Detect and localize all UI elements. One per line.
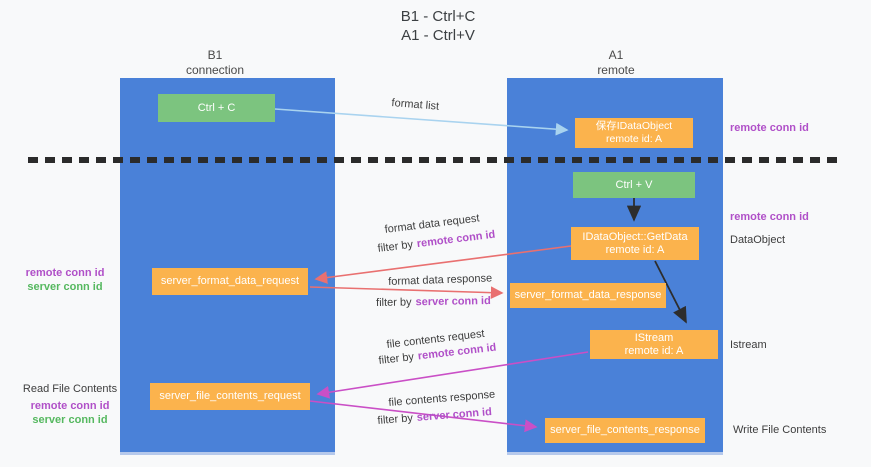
lifeline-b1-role: connection [185, 63, 245, 77]
node-idataobject-getdata: IDataObject::GetData remote id: A [571, 227, 699, 260]
label-remote-conn-id-left: remote conn id [25, 267, 105, 279]
node-idataobject-getdata-line1: IDataObject::GetData [582, 230, 688, 243]
filter-by-text: filter by [376, 296, 412, 309]
filter-by-text: filter by [377, 412, 414, 427]
label-format-data-response: format data response [388, 272, 493, 288]
node-server-format-data-request: server_format_data_request [152, 268, 308, 295]
label-format-list: format list [391, 97, 440, 113]
diagram-title-line2: A1 - Ctrl+V [401, 27, 475, 44]
lifeline-a1-name: A1 [608, 48, 624, 62]
lifeline-b1-header: B1 connection [145, 48, 285, 78]
node-server-format-data-request-label: server_format_data_request [160, 275, 300, 287]
label-dataobject: DataObject [730, 234, 786, 246]
lifeline-a1-role: remote [597, 63, 635, 77]
node-istream: IStream remote id: A [590, 330, 718, 359]
node-save-idataobject-line2: remote id: A [605, 133, 663, 145]
label-server-conn-id-left: server conn id [27, 281, 103, 293]
arrow-format-data-response [309, 286, 504, 300]
node-idataobject-getdata-line2: remote id: A [605, 243, 665, 256]
filter-by-text: filter by [378, 350, 415, 367]
node-server-format-data-response-label: server_format_data_response [514, 289, 662, 301]
node-server-file-contents-request-label: server_file_contents_request [159, 390, 301, 402]
label-server-conn-id-left2: server conn id [32, 414, 108, 426]
label-istream: Istream [730, 339, 767, 351]
node-save-idataobject-line1: 保存IDataObject [595, 120, 673, 132]
filter-by-text: filter by [377, 238, 414, 255]
label-remote-conn-id-mid: remote conn id [730, 211, 809, 223]
filter-server-conn-id: server conn id [415, 294, 491, 309]
node-istream-line2: remote id: A [624, 344, 684, 357]
label-remote-conn-id-left2: remote conn id [30, 400, 110, 412]
node-save-idataobject: 保存IDataObject remote id: A [575, 118, 693, 148]
lifeline-a1-header: A1 remote [546, 48, 686, 78]
left-conn-id-group: remote conn id server conn id [20, 266, 110, 294]
separator-dashed-line [28, 157, 843, 163]
node-ctrl-v: Ctrl + V [573, 172, 695, 198]
node-ctrl-c-label: Ctrl + C [197, 101, 236, 114]
node-server-file-contents-request: server_file_contents_request [150, 383, 310, 410]
node-ctrl-v-label: Ctrl + V [615, 178, 653, 191]
node-istream-line1: IStream [634, 331, 674, 344]
label-remote-conn-id-top: remote conn id [730, 122, 809, 134]
filter-remote-conn-id: remote conn id [416, 228, 496, 251]
label-read-file-contents: Read File Contents [22, 383, 118, 395]
diagram-title: B1 - Ctrl+C A1 - Ctrl+V [318, 7, 558, 45]
node-server-file-contents-response: server_file_contents_response [545, 418, 705, 443]
diagram-title-line1: B1 - Ctrl+C [400, 8, 476, 25]
node-ctrl-c: Ctrl + C [158, 94, 275, 122]
label-write-file-contents: Write File Contents [733, 424, 827, 436]
filter-server-conn-id: server conn id [416, 406, 493, 424]
lifeline-b1-name: B1 [207, 48, 223, 62]
node-server-format-data-response: server_format_data_response [510, 283, 666, 308]
node-server-file-contents-response-label: server_file_contents_response [550, 424, 700, 436]
left-read-file-group: Read File Contents remote conn id server… [22, 382, 118, 427]
